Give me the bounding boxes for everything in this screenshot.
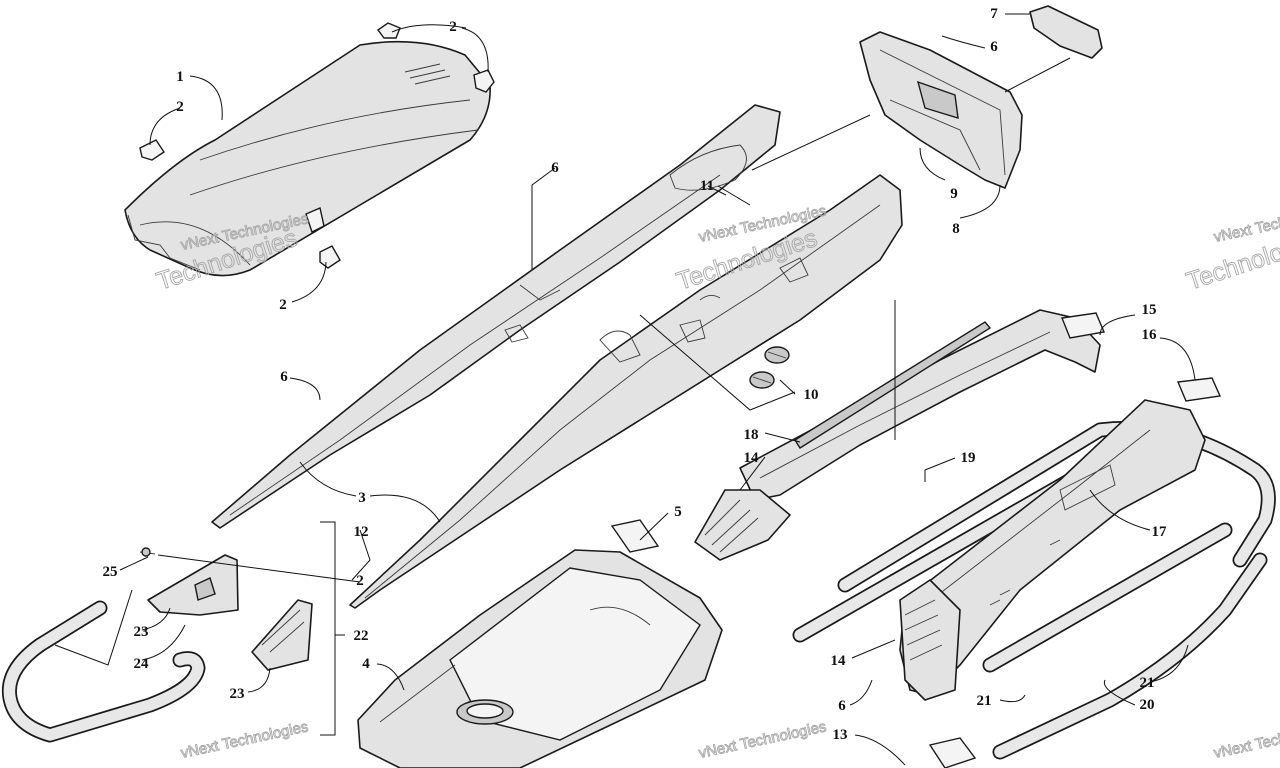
callout-3: 3 [358, 490, 366, 506]
callout-22: 22 [354, 628, 369, 644]
callout-6: 6 [551, 160, 559, 176]
callout-13: 13 [833, 727, 848, 743]
callout-14: 14 [744, 450, 760, 466]
callout-12: 12 [354, 524, 369, 540]
callout-5: 5 [674, 504, 682, 520]
callout-2: 2 [279, 297, 287, 313]
callout-2: 2 [176, 99, 184, 115]
callout-6: 6 [990, 39, 998, 55]
watermark-text: vNext Technologies [1212, 718, 1280, 762]
watermark-text: vNext Technologies [179, 718, 310, 762]
watermark-text: vNext Technologies [697, 718, 828, 762]
callout-8: 8 [952, 221, 960, 237]
callout-19: 19 [961, 450, 976, 466]
callout-2: 2 [449, 19, 457, 35]
rear-bracket [859, 31, 1023, 189]
knobs [749, 346, 790, 389]
callout-6: 6 [838, 698, 846, 714]
clips [139, 22, 495, 269]
callout-17: 17 [1152, 524, 1168, 540]
callout-11: 11 [700, 178, 714, 194]
callouts: 1 2 2 2 2 3 4 5 6 6 6 6 7 8 9 10 11 12 1… [103, 6, 1168, 743]
grab-handle-assembly [1, 547, 313, 743]
callout-9: 9 [950, 186, 958, 202]
decal-5 [610, 519, 660, 553]
seal-strip [794, 321, 992, 449]
end-cap [1029, 5, 1103, 59]
callout-6: 6 [280, 369, 288, 385]
side-panel-left [211, 104, 781, 529]
hood-cover [124, 40, 491, 277]
callout-10: 10 [804, 387, 819, 403]
callout-7: 7 [990, 6, 998, 22]
side-panel-right [349, 174, 903, 609]
callout-24: 24 [134, 656, 150, 672]
callout-18: 18 [744, 427, 759, 443]
callout-21: 21 [1140, 675, 1155, 691]
rail-handle [739, 309, 1101, 501]
callout-21: 21 [977, 693, 992, 709]
callout-25: 25 [103, 564, 118, 580]
callout-14: 14 [831, 653, 847, 669]
callout-23: 23 [230, 686, 245, 702]
storage-tray [357, 549, 723, 768]
callout-1: 1 [176, 69, 184, 85]
bottom-bracket [928, 737, 977, 768]
callout-4: 4 [362, 656, 370, 672]
leader-lines [54, 13, 1196, 766]
decal-16 [1176, 377, 1222, 402]
callout-15: 15 [1142, 302, 1157, 318]
callout-2: 2 [356, 573, 364, 589]
bumper-end-upper [694, 489, 791, 561]
callout-16: 16 [1142, 327, 1158, 343]
decal-15 [1061, 312, 1105, 339]
watermark-text: vNext Technologies [1212, 202, 1280, 246]
rear-bumper [899, 399, 1206, 696]
tube-frame [792, 420, 1276, 760]
callout-23: 23 [134, 624, 149, 640]
callout-20: 20 [1140, 697, 1155, 713]
